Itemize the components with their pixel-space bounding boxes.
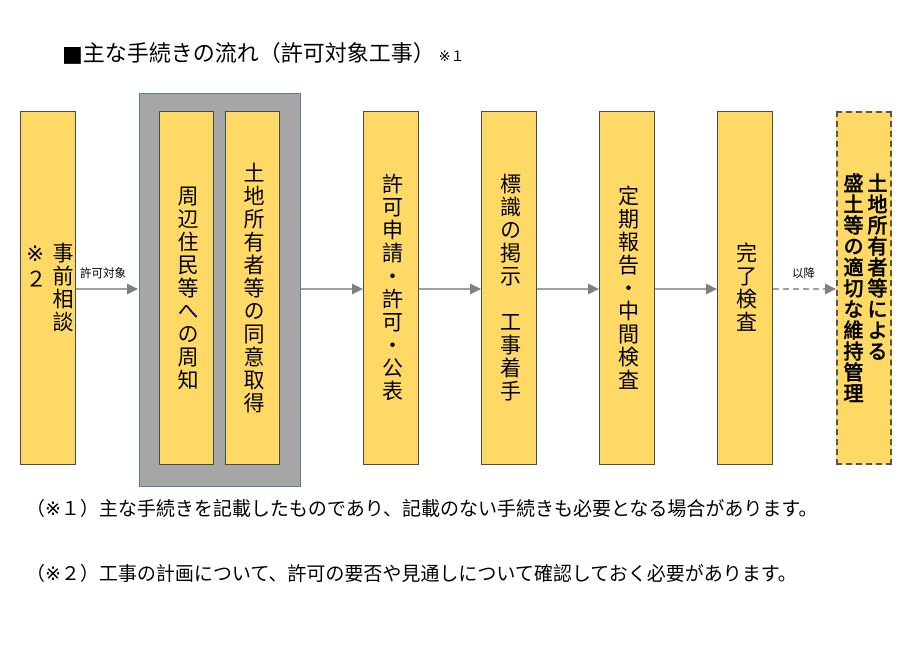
step-sign-and-start: 標識の掲示 工事着手 [481, 111, 537, 465]
title-footnote-mark: ※１ [438, 49, 465, 65]
step-periodic-report: 定期報告・中間検査 [599, 111, 655, 465]
arrow-label-permit-target: 許可対象 [80, 266, 126, 280]
step-resident-notice: 周辺住民等への周知 [159, 111, 214, 465]
step-landowner-consent-label: 土地所有者等の同意取得 [241, 161, 265, 415]
step-sign-and-start-label: 標識の掲示 工事着手 [497, 173, 522, 403]
step-prior-consultation-label: 事前相談 ※２ [23, 242, 74, 334]
step-maintenance: 土地所有者等による 盛土等の適切な維持管理 [836, 111, 892, 465]
title-text: ■主な手続きの流れ（許可対象工事） [62, 42, 435, 67]
footnote-1: （※１）主な手続きを記載したものであり、記載のない手続きも必要となる場合がありま… [26, 498, 818, 520]
step-permit-application: 許可申請・許可・公表 [363, 111, 419, 465]
step-landowner-consent: 土地所有者等の同意取得 [225, 111, 280, 465]
step-completion-inspection: 完了検査 [717, 111, 773, 465]
footnote-2: （※２）工事の計画について、許可の要否や見通しについて確認しておく必要があります… [26, 563, 797, 585]
step-periodic-report-label: 定期報告・中間検査 [615, 184, 640, 392]
step-completion-inspection-label: 完了検査 [733, 242, 758, 334]
step-resident-notice-label: 周辺住民等への周知 [175, 184, 199, 392]
page-title: ■主な手続きの流れ（許可対象工事）※１ [62, 36, 465, 68]
step-prior-consultation: 事前相談 ※２ [20, 111, 76, 465]
step-permit-application-label: 許可申請・許可・公表 [379, 173, 404, 403]
arrow-label-after: 以降 [792, 266, 815, 280]
step-maintenance-label: 土地所有者等による 盛土等の適切な維持管理 [840, 172, 888, 404]
